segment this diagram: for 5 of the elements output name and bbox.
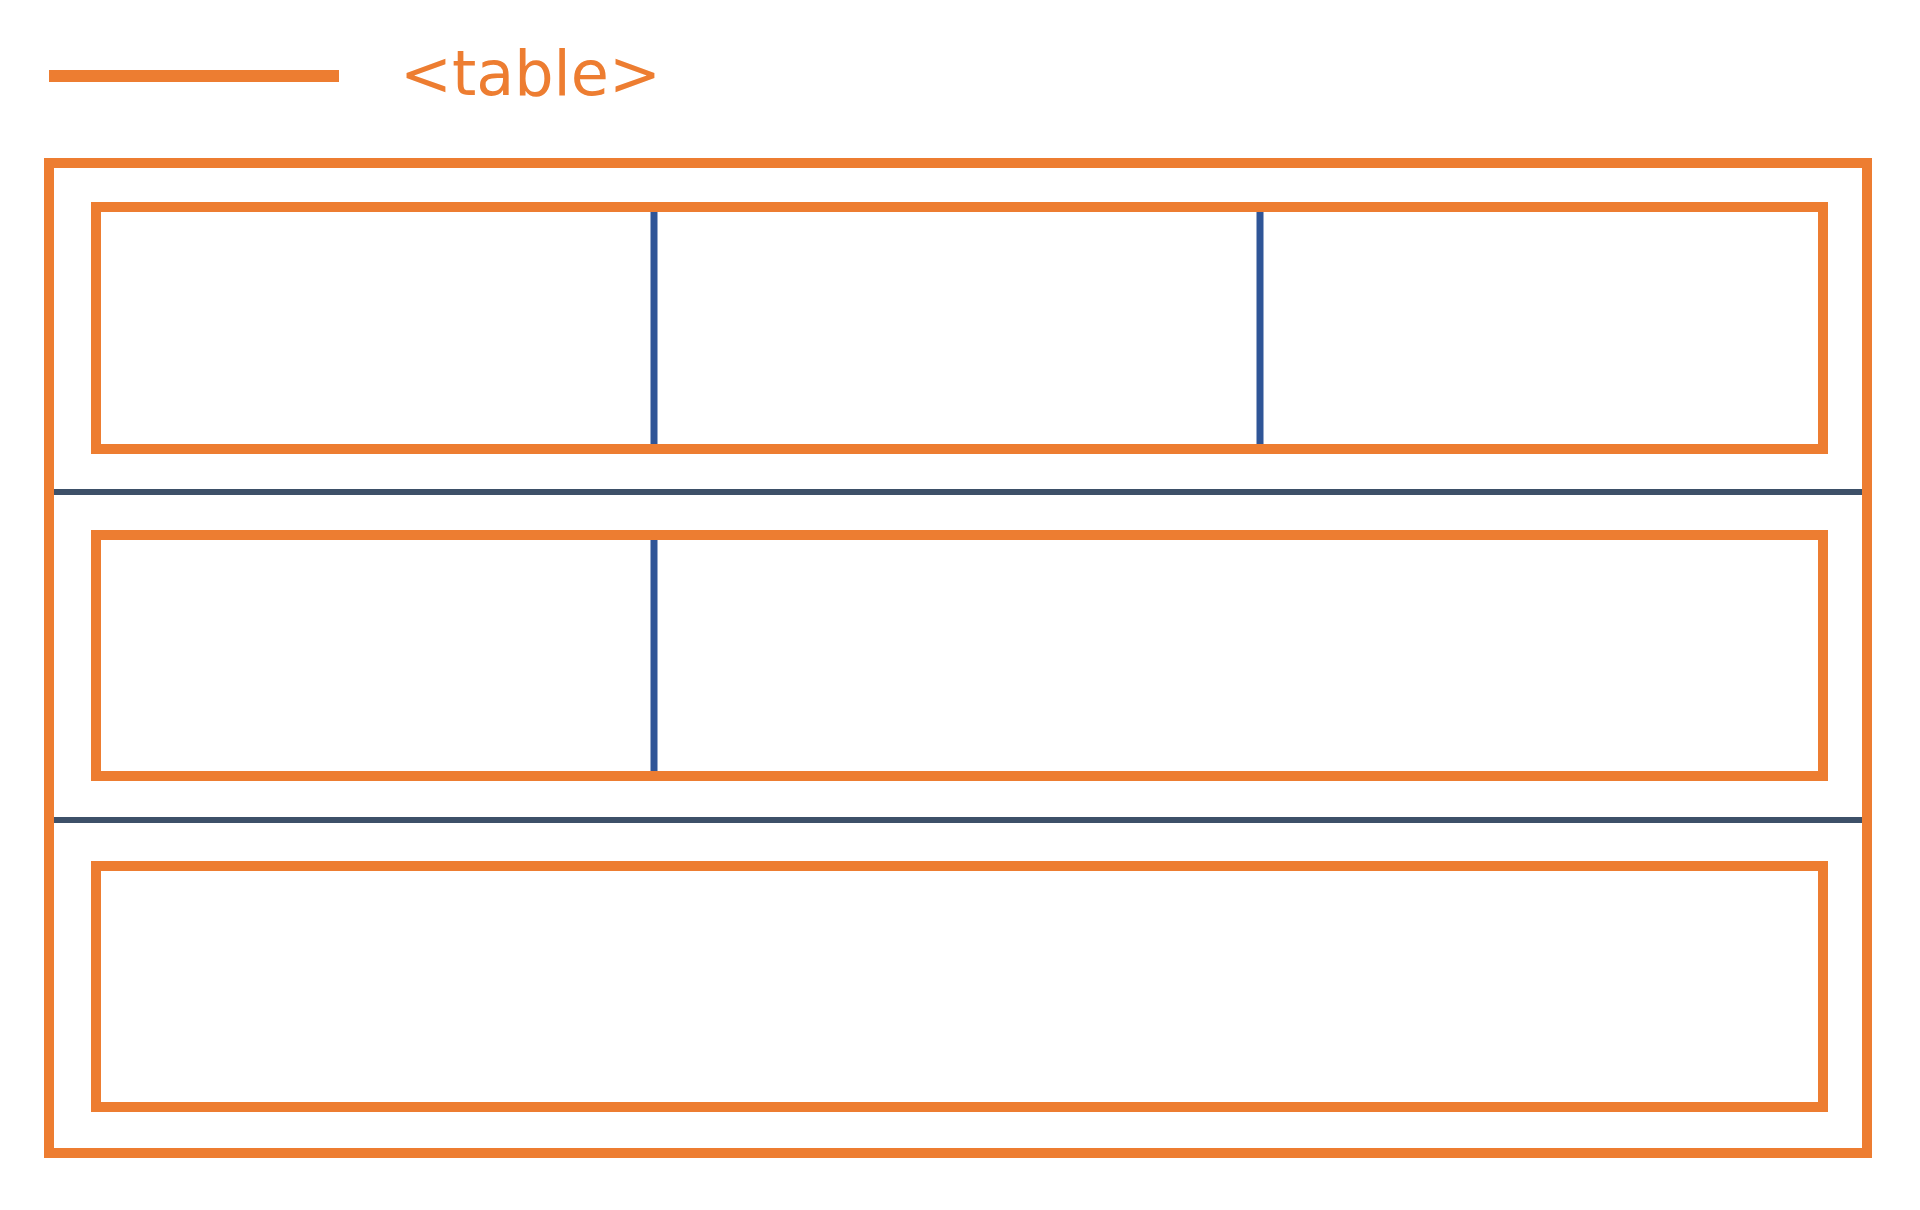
table-row-box: [91, 202, 1828, 454]
table-row-box: [91, 530, 1828, 781]
table-row-box: [91, 861, 1828, 1112]
table-outline: [44, 158, 1872, 1158]
legend-label: <table>: [400, 36, 661, 112]
